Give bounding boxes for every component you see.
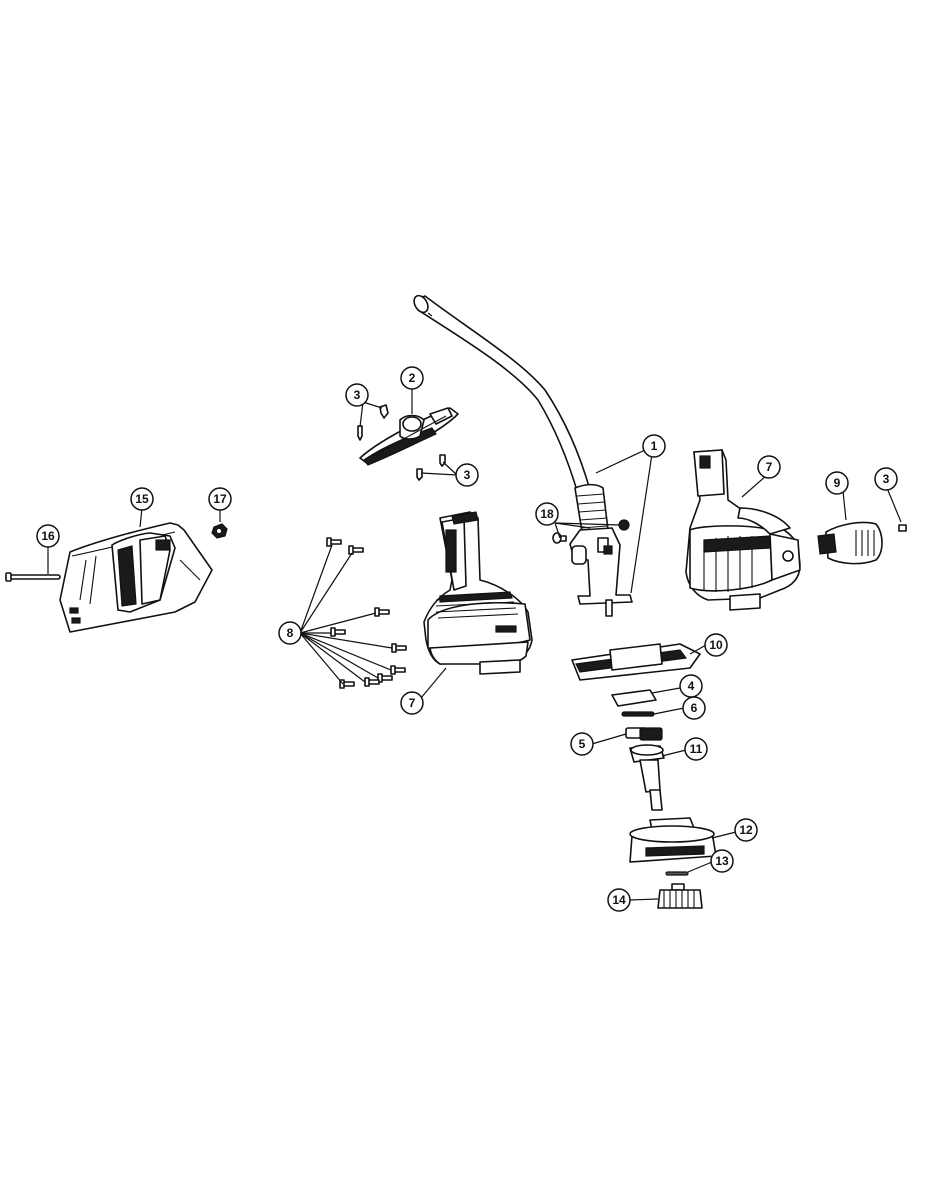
svg-text:3: 3 xyxy=(464,468,471,482)
deflector-part xyxy=(571,643,701,681)
shaft-11-part xyxy=(629,744,665,811)
callout-15: 15 xyxy=(130,487,154,511)
callout-3-mid: 3 xyxy=(455,463,479,487)
block-4-part xyxy=(611,689,657,707)
spring-13-part xyxy=(665,871,689,876)
spool-12-part xyxy=(629,817,717,863)
screw-3-a xyxy=(357,425,363,441)
svg-text:10: 10 xyxy=(709,638,723,652)
callout-3-top: 3 xyxy=(345,383,369,407)
svg-text:4: 4 xyxy=(688,679,695,693)
callout-3-right: 3 xyxy=(874,467,898,491)
switch-trigger-part xyxy=(359,407,459,466)
svg-text:2: 2 xyxy=(409,371,416,385)
callout-18: 18 xyxy=(535,502,559,526)
callout-14: 14 xyxy=(607,888,631,912)
callout-16: 16 xyxy=(36,524,60,548)
svg-text:12: 12 xyxy=(739,823,753,837)
svg-text:9: 9 xyxy=(834,476,841,490)
callout-12: 12 xyxy=(734,818,758,842)
screw-3-c xyxy=(439,454,446,467)
guard-part xyxy=(59,522,213,633)
bearing-5-part xyxy=(625,727,663,741)
callout-17: 17 xyxy=(208,487,232,511)
callout-13: 13 xyxy=(710,849,734,873)
leader-lines xyxy=(47,388,902,901)
svg-text:5: 5 xyxy=(579,737,586,751)
svg-text:6: 6 xyxy=(691,701,698,715)
screw-3-b xyxy=(379,404,389,419)
screw-3-d xyxy=(416,468,423,481)
shaft-tube-part xyxy=(413,294,633,617)
knob-14-part xyxy=(657,883,703,909)
callout-2: 2 xyxy=(400,366,424,390)
svg-text:15: 15 xyxy=(135,492,149,506)
callout-6: 6 xyxy=(682,696,706,720)
cap-part xyxy=(817,521,883,565)
svg-text:3: 3 xyxy=(883,472,890,486)
callout-1: 1 xyxy=(642,434,666,458)
svg-text:13: 13 xyxy=(715,854,729,868)
callout-7-right: 7 xyxy=(757,455,781,479)
svg-text:18: 18 xyxy=(540,507,554,521)
pin-part xyxy=(5,572,61,582)
callout-9: 9 xyxy=(825,471,849,495)
housing-half-right xyxy=(685,449,801,611)
callout-11: 11 xyxy=(684,737,708,761)
svg-text:11: 11 xyxy=(690,742,703,756)
screw-3-e xyxy=(898,524,907,532)
housing-half-left xyxy=(423,511,533,675)
svg-text:16: 16 xyxy=(41,529,55,543)
callout-7-left: 7 xyxy=(400,691,424,715)
svg-text:17: 17 xyxy=(213,492,227,506)
callout-8: 8 xyxy=(278,621,302,645)
svg-text:7: 7 xyxy=(766,460,773,474)
svg-text:8: 8 xyxy=(287,626,294,640)
nut-part xyxy=(211,523,228,539)
svg-text:14: 14 xyxy=(612,893,626,907)
callout-10: 10 xyxy=(704,633,728,657)
svg-text:3: 3 xyxy=(354,388,361,402)
screw-8-group xyxy=(326,537,407,689)
nut-18 xyxy=(618,519,630,531)
spring-6-part xyxy=(621,711,655,717)
callout-4: 4 xyxy=(679,674,703,698)
callout-5: 5 xyxy=(570,732,594,756)
svg-text:1: 1 xyxy=(651,439,658,453)
svg-text:7: 7 xyxy=(409,696,416,710)
